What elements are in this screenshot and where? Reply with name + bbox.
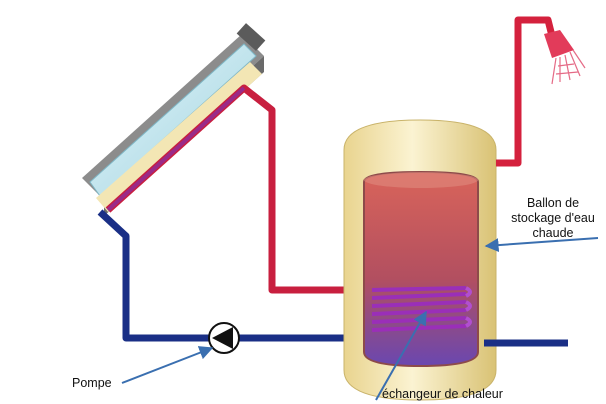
exchanger-label: échangeur de chaleur xyxy=(382,387,503,401)
tank-water xyxy=(363,170,479,368)
shower-head-icon xyxy=(544,30,586,85)
collector-top-cap xyxy=(236,23,266,51)
solar-collector-icon xyxy=(82,23,266,216)
tank-label-line3: chaude xyxy=(532,226,574,240)
tank-label-line1: Ballon de xyxy=(526,196,580,210)
hot-water-outlet xyxy=(496,16,556,167)
arrow-exchanger xyxy=(375,310,427,401)
tank-label-line2: stockage d'eau xyxy=(511,211,595,225)
cold-pipe xyxy=(97,209,370,342)
collector-base xyxy=(96,62,262,212)
hot-pipe xyxy=(105,84,370,294)
pump-icon[interactable] xyxy=(208,322,240,354)
storage-tank xyxy=(343,119,497,401)
arrow-tank xyxy=(484,237,599,253)
collector-glass xyxy=(89,43,257,197)
arrow-pump xyxy=(121,346,214,384)
pump-label: Pompe xyxy=(72,376,112,390)
tank-water-top xyxy=(364,172,478,188)
tank-label: Ballon de stockage d'eau chaude xyxy=(500,196,606,241)
